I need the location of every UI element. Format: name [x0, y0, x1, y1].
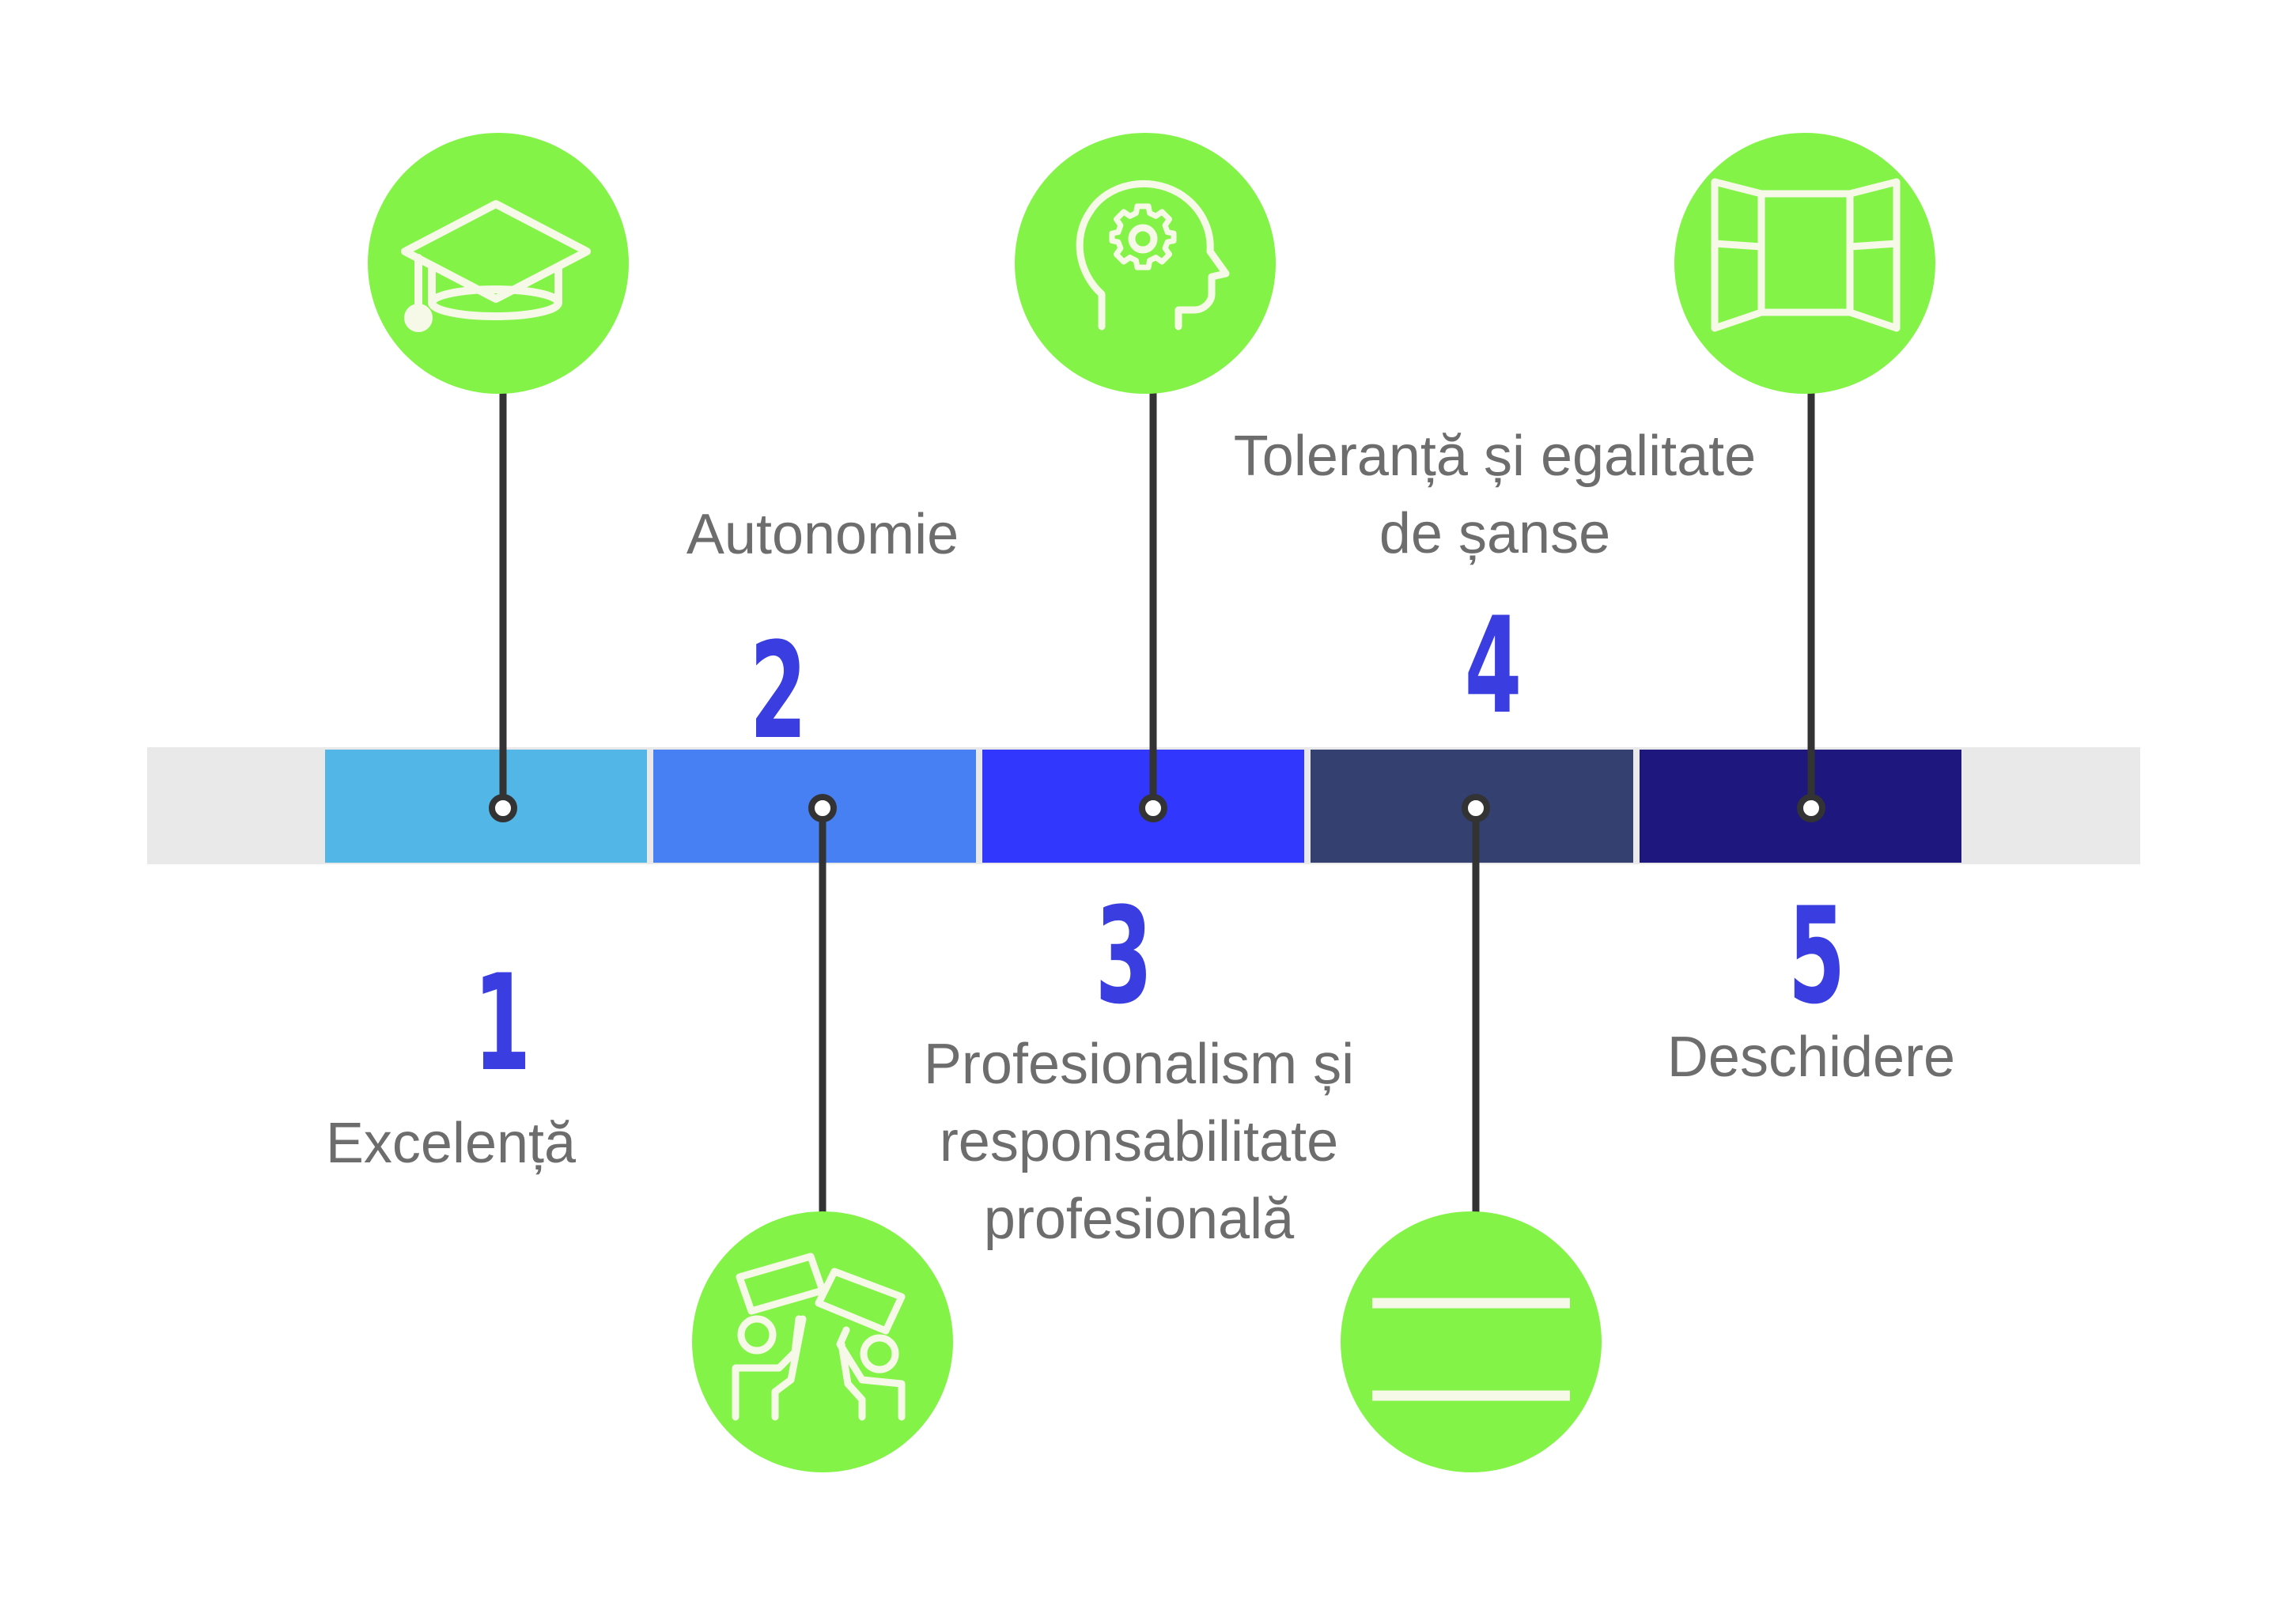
head-gear-icon — [1076, 179, 1230, 331]
icon-circle-4 — [1341, 1211, 1602, 1472]
step-label-5: Deschidere — [1606, 1018, 2017, 1096]
node-4 — [1462, 794, 1490, 822]
step-label-5-line-1: Deschidere — [1666, 1026, 1956, 1089]
segment-1 — [325, 750, 647, 863]
node-5 — [1797, 794, 1825, 822]
icon-circle-2 — [692, 1211, 953, 1472]
step-number-1: 1 — [473, 946, 531, 1101]
equals-icon — [1372, 1298, 1570, 1401]
step-number-2: 2 — [749, 614, 808, 769]
step-label-3-line-3: profesională — [983, 1188, 1295, 1251]
step-label-4-line-1: Toleranță și egalitate — [1233, 425, 1757, 488]
icon-circle-3 — [1015, 133, 1276, 394]
step-label-1: Excelență — [285, 1105, 617, 1182]
open-window-icon — [1711, 178, 1901, 332]
graduation-cap-icon — [401, 200, 591, 332]
node-2 — [808, 794, 837, 822]
icon-circle-1 — [368, 133, 629, 394]
protest-signs-icon — [732, 1253, 906, 1421]
icon-circle-5 — [1674, 133, 1935, 394]
step-number-3: 3 — [1095, 879, 1153, 1033]
step-label-2: Autonomie — [656, 496, 989, 573]
step-number-5: 5 — [1787, 879, 1846, 1033]
step-label-3-line-2: responsabilitate — [939, 1110, 1339, 1173]
node-3 — [1139, 794, 1167, 822]
node-1 — [489, 794, 517, 822]
step-label-3: Profesionalism și responsabilitate profe… — [878, 1026, 1400, 1258]
step-number-4: 4 — [1464, 588, 1522, 743]
step-label-3-line-1: Profesionalism și — [923, 1033, 1355, 1096]
step-label-4: Toleranță și egalitate de șanse — [1186, 418, 1803, 572]
step-label-2-line-1: Autonomie — [686, 503, 959, 566]
step-label-4-line-2: de șanse — [1379, 502, 1611, 565]
step-label-1-line-1: Excelență — [325, 1112, 577, 1175]
